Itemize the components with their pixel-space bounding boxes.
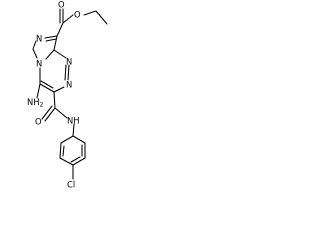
ester-ether-oxygen-label: O — [74, 10, 81, 20]
ester-carbonyl-oxygen-label: O — [58, 0, 65, 10]
amide-n-bond — [54, 107, 68, 119]
ester-to-ring-bond — [56, 22, 64, 37]
triazine-n-n-bond-a — [67, 64, 70, 81]
label-layer: O O N N N N NH2 O NH Cl — [27, 0, 81, 190]
amide-oxygen-label: O — [35, 117, 42, 127]
ethyl-ch3-bond — [95, 10, 108, 25]
imidazole-n-ch-bond — [32, 40, 37, 50]
amide-carbonyl-bond-a — [44, 107, 56, 122]
amino-group-label: NH2 — [27, 97, 44, 109]
amide-nitrogen-label: NH — [67, 116, 80, 126]
imidazole-bridge-bond — [45, 49, 55, 60]
chlorine-label: Cl — [67, 180, 75, 190]
amino-subscript-text: 2 — [40, 101, 44, 108]
chemical-structure: O O N N N N NH2 O NH Cl — [27, 0, 108, 190]
phenyl-bond-1 — [60, 135, 74, 144]
ethyl-ch2-bond — [83, 10, 97, 16]
triazine-nitrogen-1-label: N — [66, 57, 72, 67]
bridgehead-nitrogen-label: N — [36, 59, 42, 69]
phenyl-bond-2 — [59, 142, 62, 159]
amino-nh-text: NH — [27, 97, 40, 107]
triazine-n-n-bond-b — [64, 64, 67, 81]
triazine-n-c-bond — [53, 86, 65, 93]
ester-ether-bond — [62, 14, 74, 24]
triazine-c-n-bond — [53, 49, 67, 59]
phenyl-inner-double-3 — [70, 156, 81, 163]
imidazole-c-c-bond — [53, 35, 58, 51]
phenyl-inner-double-1 — [62, 145, 65, 157]
phenyl-bond-3 — [59, 157, 74, 166]
triazine-nitrogen-2-label: N — [66, 80, 72, 90]
imidazole-nitrogen-label: N — [36, 34, 42, 44]
triazine-c-c-bond-a — [39, 83, 55, 93]
imidazole-c-n-double-b — [45, 38, 57, 42]
amide-to-ring-bond — [72, 123, 75, 137]
amide-carbonyl-bond-b — [41, 105, 53, 120]
bond-layer — [32, 8, 108, 180]
amino-bond — [36, 83, 41, 99]
phenyl-bond-4 — [72, 157, 86, 166]
imidazole-ch-n-bond — [32, 48, 38, 59]
triazine-c-c-bond-b — [40, 80, 54, 89]
phenyl-bond-6 — [72, 135, 86, 144]
amide-carbon-bond — [53, 91, 56, 109]
imidazole-c-n-double-a — [44, 35, 58, 39]
